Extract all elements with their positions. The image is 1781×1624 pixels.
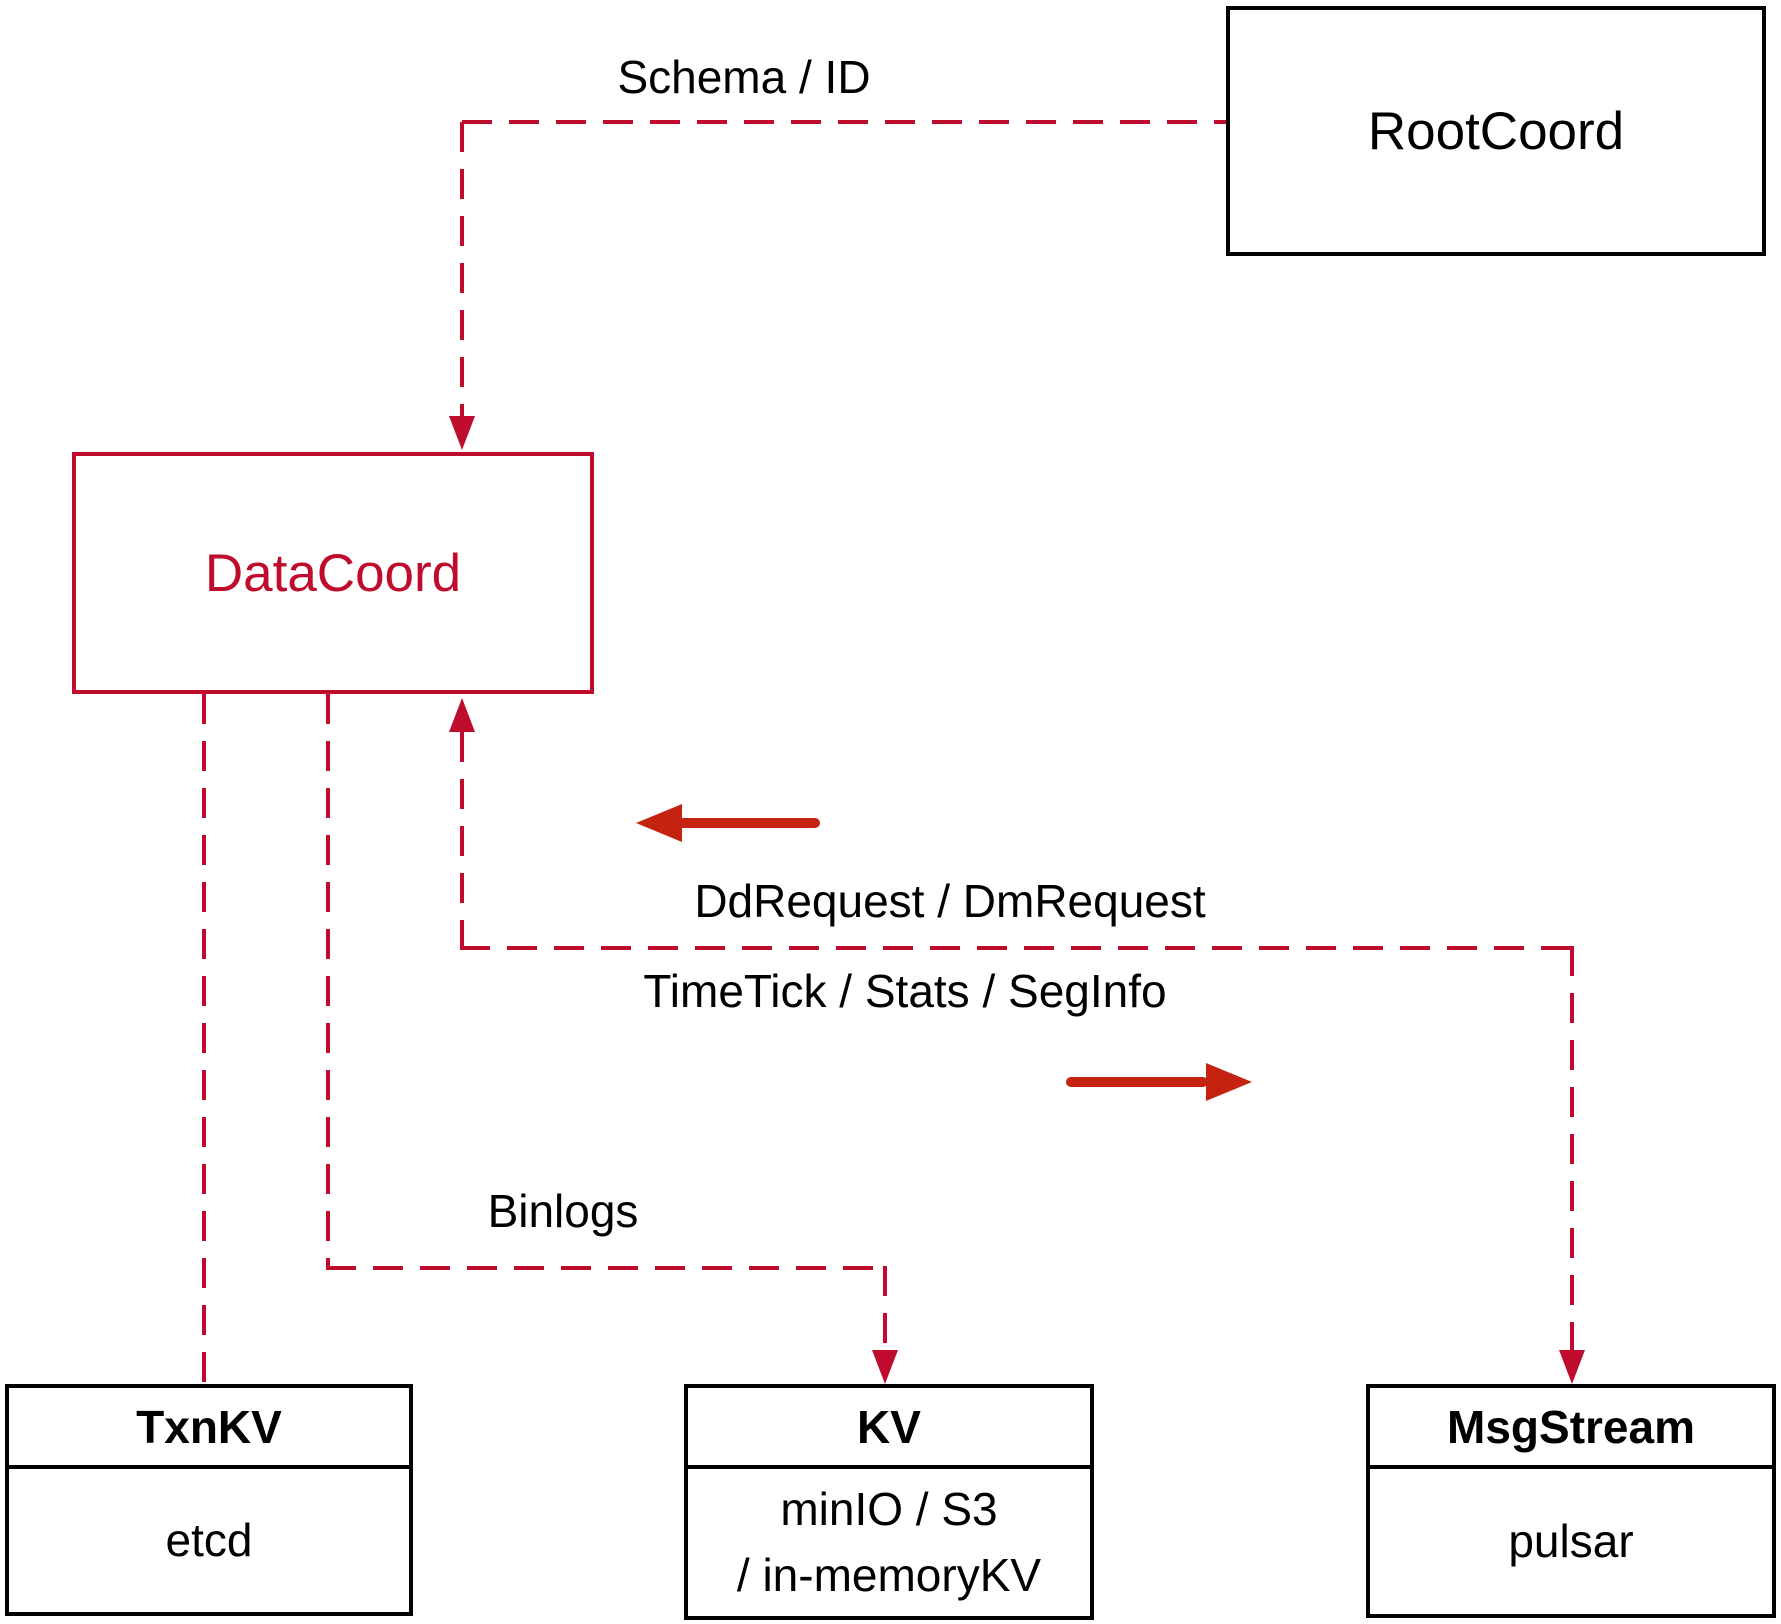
node-kv-title: KV bbox=[688, 1388, 1090, 1469]
node-msgstream: MsgStream pulsar bbox=[1366, 1384, 1776, 1618]
arrowhead-up-into-datacoord-icon bbox=[449, 698, 475, 732]
node-txnkv: TxnKV etcd bbox=[5, 1384, 413, 1616]
node-msgstream-body: pulsar bbox=[1370, 1469, 1772, 1614]
node-kv: KV minIO / S3 / in-memoryKV bbox=[684, 1384, 1094, 1620]
edge-label-schema-id: Schema / ID bbox=[617, 51, 871, 103]
edge-requests-vertical-right bbox=[1570, 946, 1574, 1350]
edge-schema-id-horizontal bbox=[462, 120, 1226, 124]
node-kv-body: minIO / S3 / in-memoryKV bbox=[688, 1469, 1090, 1616]
arrowhead-down-into-datacoord-icon bbox=[449, 416, 475, 450]
node-msgstream-body-text: pulsar bbox=[1508, 1514, 1634, 1567]
solid-arrow-right-icon bbox=[1066, 1063, 1252, 1101]
solid-arrow-right-head bbox=[1206, 1063, 1252, 1101]
edge-label-timetick-stats-seginfo: TimeTick / Stats / SegInfo bbox=[643, 965, 1167, 1017]
edge-binlogs-horizontal bbox=[326, 1266, 887, 1270]
arrowhead-down-into-msgstream-icon bbox=[1559, 1350, 1585, 1384]
solid-arrow-left-icon bbox=[636, 804, 822, 842]
node-msgstream-title: MsgStream bbox=[1370, 1388, 1772, 1469]
node-datacoord-label: DataCoord bbox=[204, 543, 462, 603]
node-kv-body-line2: / in-memoryKV bbox=[736, 1548, 1042, 1601]
edge-datacoord-txnkv bbox=[202, 694, 206, 1384]
node-txnkv-body: etcd bbox=[9, 1469, 409, 1612]
node-kv-body-line1: minIO / S3 bbox=[780, 1483, 998, 1536]
node-rootcoord-label: RootCoord bbox=[1367, 101, 1625, 161]
arrowhead-down-into-kv-icon bbox=[872, 1350, 898, 1384]
edge-schema-id-vertical bbox=[460, 122, 464, 416]
solid-arrow-left-shaft bbox=[678, 818, 820, 828]
node-datacoord: DataCoord bbox=[72, 452, 594, 694]
edge-binlogs-vertical-1 bbox=[326, 694, 330, 1268]
solid-arrow-left-head bbox=[636, 804, 682, 842]
node-txnkv-body-text: etcd bbox=[165, 1513, 253, 1566]
edge-label-binlogs: Binlogs bbox=[487, 1185, 639, 1237]
edge-requests-horizontal bbox=[460, 946, 1574, 950]
solid-arrow-right-shaft bbox=[1066, 1077, 1208, 1087]
node-txnkv-title: TxnKV bbox=[9, 1388, 409, 1469]
node-rootcoord: RootCoord bbox=[1226, 6, 1766, 256]
edge-label-ddrequest-dmrequest: DdRequest / DmRequest bbox=[694, 875, 1206, 927]
edge-binlogs-vertical-2 bbox=[883, 1266, 887, 1350]
edge-requests-vertical-left bbox=[460, 732, 464, 948]
